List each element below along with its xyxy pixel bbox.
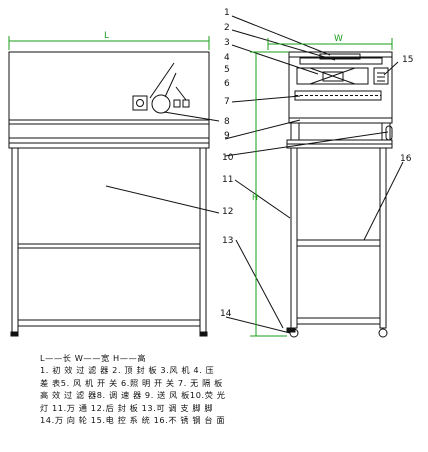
legend-line: L——长 W——宽 H——高 xyxy=(40,353,147,363)
light-switch xyxy=(182,99,190,108)
callout-6: 6 xyxy=(224,79,230,89)
callout-16: 16 xyxy=(400,154,412,164)
rear-caster xyxy=(378,328,388,338)
side-upper-cabinet xyxy=(288,51,393,119)
front-left-foot xyxy=(10,331,19,337)
callout-11: 11 xyxy=(222,175,233,185)
callout-8: 8 xyxy=(224,117,230,127)
side-front-leg xyxy=(290,147,298,329)
adjustable-foot xyxy=(286,327,296,333)
front-right-foot xyxy=(199,331,208,337)
dimension-lines xyxy=(8,36,393,337)
legend-line: 14.万 向 轮 15.电 控 系 统 16.不 锈 钢 台 面 xyxy=(40,415,226,426)
speed-regulator-knob xyxy=(151,94,171,114)
width-label: W xyxy=(334,34,343,44)
legend: L——长 W——宽 H——高 1. 初 效 过 滤 器 2. 顶 封 板 3.风… xyxy=(40,352,310,426)
fan-switch xyxy=(173,99,181,108)
legend-line: 高 效 过 滤 器8. 调 速 器 9. 送 风 板10.荧 光 xyxy=(40,390,226,401)
callout-1: 1 xyxy=(224,8,230,18)
fluorescent-lamp xyxy=(385,125,393,141)
callout-14: 14 xyxy=(220,309,232,319)
pressure-gauge-box xyxy=(132,95,148,111)
callout-9: 9 xyxy=(224,131,230,141)
callout-5: 5 xyxy=(224,65,230,75)
height-label: H xyxy=(252,193,258,202)
air-supply-plate xyxy=(288,117,393,124)
callout-7: 7 xyxy=(224,97,230,107)
electric-control-box xyxy=(373,67,389,85)
length-label: L xyxy=(104,31,109,41)
front-work-panel xyxy=(8,119,210,139)
primary-filter xyxy=(299,57,383,65)
front-left-leg xyxy=(11,147,19,333)
side-rear-leg xyxy=(379,147,387,329)
callout-3: 3 xyxy=(224,38,230,48)
front-view xyxy=(8,51,210,337)
legend-line: 1. 初 效 过 滤 器 2. 顶 封 板 3.风 机 4. 压 xyxy=(40,365,215,376)
callout-15: 15 xyxy=(402,55,413,65)
legend-line: 灯 11.万 通 12.后 封 板 13.可 调 支 脚 脚 xyxy=(40,402,214,413)
front-upper-body xyxy=(8,51,210,121)
callout-12: 12 xyxy=(222,207,233,217)
callout-4: 4 xyxy=(224,53,230,63)
callout-2: 2 xyxy=(224,23,230,33)
fan-unit xyxy=(296,67,369,85)
top-seal-plate xyxy=(319,53,361,60)
callout-13: 13 xyxy=(222,236,233,246)
side-view xyxy=(105,15,404,338)
side-front-column xyxy=(290,122,300,141)
front-right-leg xyxy=(199,147,207,333)
callout-10: 10 xyxy=(222,153,234,163)
legend-line: 差 表5. 风 机 开 关 6.照 明 开 关 7. 无 隔 板 xyxy=(40,377,223,388)
